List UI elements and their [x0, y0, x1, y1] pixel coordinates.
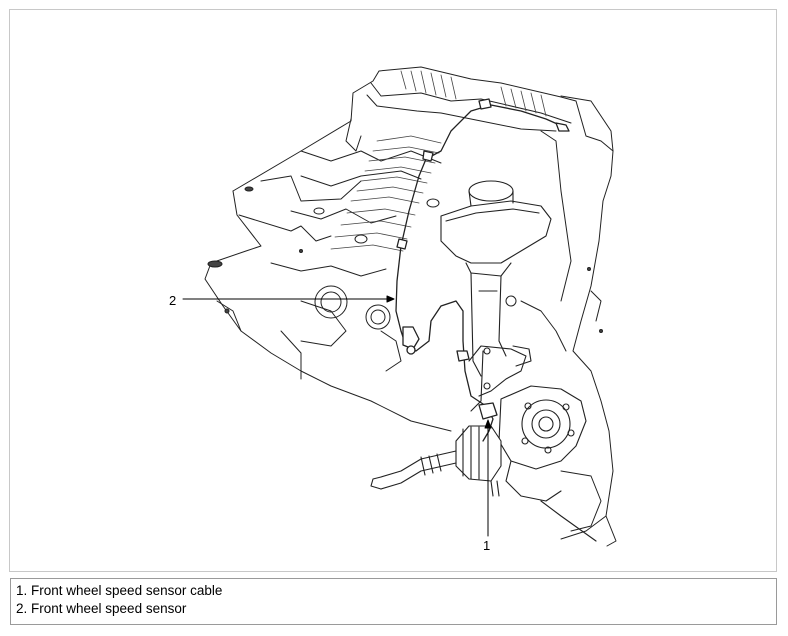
fender-ribs	[330, 70, 547, 252]
sensor-cable	[395, 98, 570, 442]
figure-frame: 2 1	[9, 9, 777, 572]
suspension-diagram	[182, 66, 617, 547]
drive-shaft	[370, 425, 502, 497]
body-panel-outline	[204, 66, 617, 547]
callout-leaders	[182, 295, 492, 537]
callout-2-label: 2	[169, 293, 177, 308]
steering-knuckle	[468, 345, 597, 542]
mounting-holes	[207, 186, 603, 333]
strut-assembly	[440, 180, 552, 377]
legend-item-sensor: 2. Front wheel speed sensor	[16, 601, 187, 616]
legend-box: 1. Front wheel speed sensor cable 2. Fro…	[10, 578, 777, 625]
callout-1-label: 1	[483, 538, 491, 553]
legend-item-sensor-cable: 1. Front wheel speed sensor cable	[16, 583, 223, 598]
